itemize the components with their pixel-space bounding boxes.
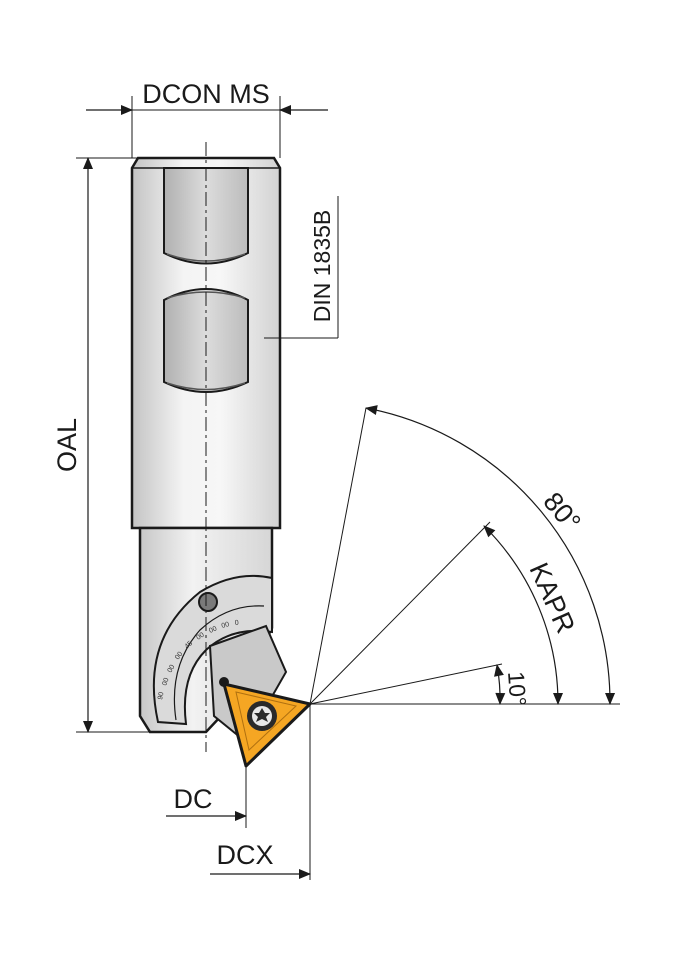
scale-mark: 00 xyxy=(174,651,184,662)
angle-10-dimension: 10° xyxy=(494,664,531,708)
oal-label: OAL xyxy=(52,418,82,472)
kapr-label: KAPR xyxy=(524,558,581,637)
adjust-screw-icon xyxy=(198,592,218,612)
scale-mark: 0 xyxy=(234,620,239,627)
scale-mark: 00 xyxy=(221,621,230,630)
scale-mark: 00 xyxy=(161,677,170,687)
torx-screw-icon xyxy=(247,701,277,731)
scale-mark: 00 xyxy=(208,625,218,634)
angle-80-label: 80° xyxy=(537,487,586,538)
scale-mark: 90 xyxy=(157,691,165,700)
scale-mark: 45 xyxy=(184,640,195,650)
scale-mark: 00 xyxy=(195,632,205,642)
angle-lines xyxy=(245,407,620,880)
cutting-insert xyxy=(222,682,312,768)
angle-10-label: 10° xyxy=(503,671,531,708)
din-label: DIN 1835B xyxy=(309,210,335,323)
angle-scale: 90 00 00 00 45 00 00 00 0 xyxy=(157,620,239,701)
dcon-ms-label: DCON MS xyxy=(142,79,270,109)
clamping-flat-lower xyxy=(163,288,249,393)
dcon-ms-dimension: DCON MS xyxy=(86,79,328,158)
dc-label: DC xyxy=(174,784,213,814)
dcx-label: DCX xyxy=(216,840,273,870)
tool-head xyxy=(138,526,288,744)
angle-80-dimension: 80° xyxy=(365,405,616,705)
oal-dimension: OAL xyxy=(52,157,150,733)
clamping-flat-upper xyxy=(163,167,249,265)
dcx-dimension: DCX xyxy=(210,840,311,879)
dc-dimension: DC xyxy=(166,784,247,821)
scale-mark: 00 xyxy=(167,664,177,674)
din-callout: DIN 1835B xyxy=(264,196,339,339)
